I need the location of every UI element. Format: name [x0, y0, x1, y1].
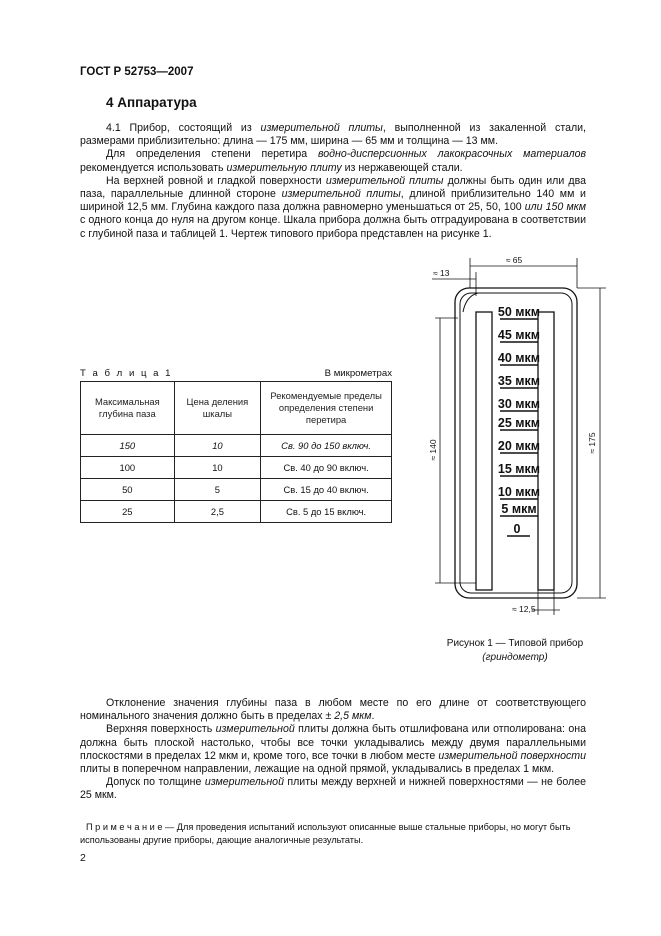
table-header-cell: Рекомендуемые пределы определения степен… [260, 381, 392, 435]
scale-label: 15 мкм [498, 462, 540, 476]
table-header-row: Максимальная глубина паза Цена деления ш… [80, 381, 392, 435]
paragraph-deviation: Отклонение значения глубины паза в любом… [80, 697, 586, 723]
table-caption: Т а б л и ц а 1 В микрометрах [80, 368, 392, 379]
scale-label: 20 мкм [498, 439, 540, 453]
dim-edge-label: ≈ 13 [433, 268, 450, 278]
table-header-cell: Цена деления шкалы [173, 381, 262, 435]
dim-groove-width-label: ≈ 12,5 [512, 604, 536, 614]
dim-groove-length-label: ≈ 140 [428, 439, 438, 460]
figure-caption-subtitle: (гриндометр) [482, 652, 548, 663]
groove-right [537, 311, 555, 591]
paragraph-surface: Верхняя поверхность измерительной плиты … [80, 723, 586, 776]
scale-label: 30 мкм [498, 397, 540, 411]
body-text-2: Отклонение значения глубины паза в любом… [80, 697, 586, 803]
data-table: Максимальная глубина паза Цена деления ш… [80, 381, 392, 523]
table-row: 150 10 Св. 90 до 150 включ. [80, 434, 392, 457]
scale-label: 10 мкм [498, 485, 540, 499]
table-row: 25 2,5 Св. 5 до 15 включ. [80, 500, 392, 523]
figure-caption: Рисунок 1 — Типовой прибор (гриндометр) [430, 637, 600, 665]
scale-label: 0 [514, 522, 521, 536]
table-header-cell: Максимальная глубина паза [80, 381, 175, 435]
note-text: П р и м е ч а н и е — Для проведения исп… [80, 822, 571, 845]
page-number: 2 [80, 852, 86, 864]
plate-inner-outline [459, 292, 573, 594]
paragraph-waterborne: Для определения степени перетира водно-д… [80, 148, 586, 174]
dim-length-label: ≈ 175 [587, 432, 597, 453]
scale-label: 45 мкм [498, 328, 540, 342]
scale-label: 5 мкм [501, 502, 536, 516]
figure-caption-title: Рисунок 1 — Типовой прибор [446, 638, 584, 649]
scale-label: 50 мкм [498, 305, 540, 319]
body-text: 4.1 Прибор, состоящий из измерительной п… [80, 122, 586, 241]
paragraph-tolerance: Допуск по толщине измерительной плиты ме… [80, 776, 586, 802]
scale-label: 35 мкм [498, 374, 540, 388]
dim-width-label: ≈ 65 [506, 255, 523, 265]
table-units: В микрометрах [324, 368, 392, 379]
table-cell: Св. 5 до 15 включ. [260, 500, 392, 523]
table-row: 50 5 Св. 15 до 40 включ. [80, 478, 392, 501]
paragraph-4-1: 4.1 Прибор, состоящий из измерительной п… [80, 122, 587, 148]
table-cell: 25 [80, 500, 175, 523]
table-row: 100 10 Св. 40 до 90 включ. [80, 456, 392, 479]
paragraph-grooves: На верхней ровной и гладкой поверхности … [80, 174, 586, 240]
plate-outline [454, 287, 578, 599]
document-code: ГОСТ Р 52753—2007 [80, 66, 194, 78]
scale-label: 40 мкм [498, 351, 540, 365]
table-title: Т а б л и ц а 1 [80, 368, 173, 379]
scale-label: 25 мкм [498, 416, 540, 430]
section-title: 4 Аппаратура [106, 95, 197, 110]
groove-left [475, 311, 493, 591]
